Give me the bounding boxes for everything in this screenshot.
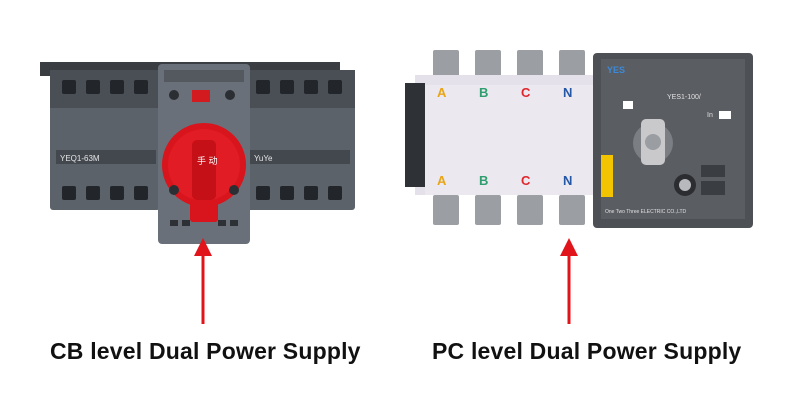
phase-n-bottom: N xyxy=(563,173,572,188)
phase-a-bottom: A xyxy=(437,173,447,188)
model-label: YEQ1-63M xyxy=(60,154,100,163)
phase-b-top: B xyxy=(479,85,488,100)
left-red-arrow-icon xyxy=(194,238,212,324)
phase-c-top: C xyxy=(521,85,531,100)
controller-brand: One Two Three ELECTRIC CO.,LTD xyxy=(605,209,687,215)
cb-level-device-image: YEQ1-63M YuYe 手 动 xyxy=(40,40,370,245)
cb-level-caption: CB level Dual Power Supply xyxy=(50,338,361,364)
knob-label: 手 动 xyxy=(197,155,218,166)
phase-n-top: N xyxy=(563,85,572,100)
controller-logo: YES xyxy=(607,65,625,75)
phase-a-top: A xyxy=(437,85,447,100)
pc-level-caption: PC level Dual Power Supply xyxy=(432,338,742,364)
phase-b-bottom: B xyxy=(479,173,488,188)
pc-level-device-image: A B C N A B C N YES YES1-100/ In One Two… xyxy=(405,45,765,235)
in-label: In xyxy=(707,112,713,119)
phase-c-bottom: C xyxy=(521,173,531,188)
controller-model: YES1-100/ xyxy=(667,94,701,101)
vendor-label: YuYe xyxy=(254,154,273,163)
right-red-arrow-icon xyxy=(560,238,578,324)
